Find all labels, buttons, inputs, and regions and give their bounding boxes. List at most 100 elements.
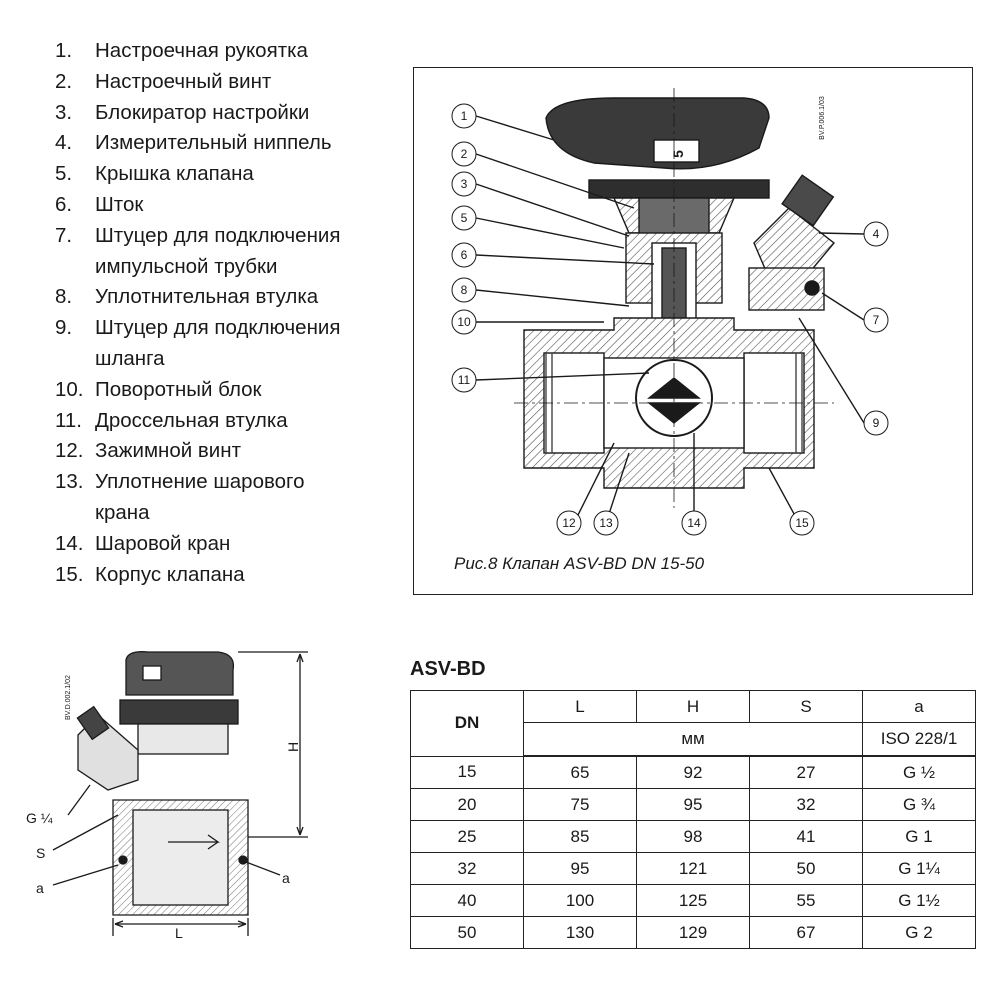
setting-window: [653, 139, 700, 163]
callout-3: 3: [451, 171, 477, 197]
flow-arrow: [168, 834, 221, 850]
leader-a-right: [245, 861, 281, 876]
legend-number: 1.: [55, 39, 73, 62]
label-a-right: a: [282, 870, 290, 886]
callout-7: 7: [863, 307, 889, 333]
svg-text:9: 9: [873, 416, 880, 430]
bonnet-view: [119, 699, 239, 725]
svg-text:3: 3: [461, 177, 468, 191]
legend-text: Измерительный ниппель: [95, 131, 332, 155]
leader-g: [67, 784, 91, 816]
setting-mark: 5: [670, 150, 686, 158]
cell-a: G 2: [862, 916, 976, 949]
legend-item: 5. Крышка клапана: [55, 159, 340, 190]
label-s: S: [36, 845, 45, 861]
legend-number: 13.: [55, 470, 84, 494]
legend-number: 4.: [55, 131, 73, 155]
callout-8: 8: [451, 277, 477, 303]
callout-5: 5: [451, 205, 477, 231]
legend-item: 15.Корпус клапана: [55, 560, 340, 591]
cell-a: G 1: [862, 820, 976, 853]
legend-text: Настроечная рукоятка: [95, 39, 308, 62]
header-s: S: [749, 690, 863, 723]
cell-l: 100: [523, 884, 637, 917]
callout-13: 13: [593, 510, 619, 536]
legend-number: 2.: [55, 69, 73, 93]
cell-s: 50: [749, 852, 863, 885]
cell-s: 27: [749, 755, 863, 789]
header-a: a: [862, 690, 976, 723]
callout-2: 2: [451, 141, 477, 167]
legend-item: 8.Уплотнительная втулка: [55, 282, 340, 313]
cell-l: 85: [523, 820, 637, 853]
callout-10: 10: [451, 309, 477, 335]
cell-h: 129: [636, 916, 750, 949]
handle-window: [142, 665, 162, 681]
cell-h: 98: [636, 820, 750, 853]
legend-text: Настроечный винт: [95, 69, 272, 93]
table-row: 25 85 98 41 G 1: [410, 820, 976, 853]
neck-view: [137, 723, 229, 755]
leader-3: [475, 183, 630, 237]
legend-item: 14.Шаровой кран: [55, 529, 340, 560]
legend-text: Уплотнительная втулка: [95, 285, 319, 309]
legend-item: 11.Дроссельная втулка: [55, 406, 340, 437]
legend-text: Штуцер для подключения шланга: [95, 316, 341, 370]
leader-8: [475, 289, 630, 307]
legend-text: Блокиратор настройки: [95, 100, 310, 124]
legend-item: 13. Уплотнение шарового крана: [55, 467, 340, 529]
cell-l: 65: [523, 755, 637, 789]
cell-a: G ½: [862, 755, 976, 789]
cell-l: 130: [523, 916, 637, 949]
legend-number: 5.: [55, 162, 73, 186]
callout-11: 11: [451, 367, 477, 393]
legend-text: Уплотнение шарового крана: [95, 470, 305, 524]
legend-text: Шаровой кран: [95, 531, 231, 555]
label-h: H: [285, 742, 301, 752]
legend-number: 3.: [55, 100, 73, 124]
leader-12: [573, 442, 615, 524]
measuring-nipple: [781, 174, 835, 227]
port-right: [238, 855, 248, 865]
svg-text:4: 4: [873, 227, 880, 241]
body-face: [132, 809, 229, 906]
legend-item: 4. Измерительный ниппель: [55, 128, 340, 159]
leader-4: [818, 232, 865, 235]
svg-text:11: 11: [458, 373, 471, 387]
callout-6: 6: [451, 242, 477, 268]
legend-text: Корпус клапана: [95, 562, 245, 586]
h-dimension: [238, 651, 308, 838]
leader-6: [475, 254, 655, 265]
leader-s: [52, 814, 119, 851]
l-dimension: [112, 918, 249, 936]
valve-section-figure: 1 2 3 4 5 6 7 8 9 10 11 12 13 14 15 5 BV…: [413, 67, 973, 595]
svg-text:13: 13: [599, 516, 613, 530]
table-title: ASV-BD: [410, 658, 486, 680]
callout-4: 4: [863, 221, 889, 247]
legend-number: 11.: [55, 408, 82, 432]
legend-number: 7.: [55, 223, 73, 247]
legend-item: 7.Штуцер для подключения импульсной труб…: [55, 221, 340, 283]
cell-h: 95: [636, 788, 750, 821]
leader-9: [798, 317, 865, 424]
legend-number: 6.: [55, 192, 73, 216]
legend-number: 12.: [55, 439, 84, 463]
svg-text:6: 6: [461, 248, 468, 262]
header-l: L: [523, 690, 637, 723]
fitting-hole: [804, 280, 820, 296]
handle-view: [125, 651, 235, 696]
legend-item: 3. Блокиратор настройки: [55, 98, 340, 129]
svg-text:10: 10: [457, 315, 471, 329]
svg-text:14: 14: [687, 516, 701, 530]
leader-11: [475, 372, 650, 381]
l-arrows: [114, 920, 247, 928]
cell-a: G 1¼: [862, 852, 976, 885]
legend-text: Зажимной винт: [95, 439, 241, 463]
legend-text: Крышка клапана: [95, 162, 254, 186]
leader-a-left: [52, 864, 119, 886]
cell-a: G ¾: [862, 788, 976, 821]
svg-text:7: 7: [873, 313, 880, 327]
table-row: 32 95 121 50 G 1¼: [410, 852, 976, 885]
leader-5: [475, 217, 625, 249]
legend-item: 1. Настроечная рукоятка: [55, 36, 340, 67]
